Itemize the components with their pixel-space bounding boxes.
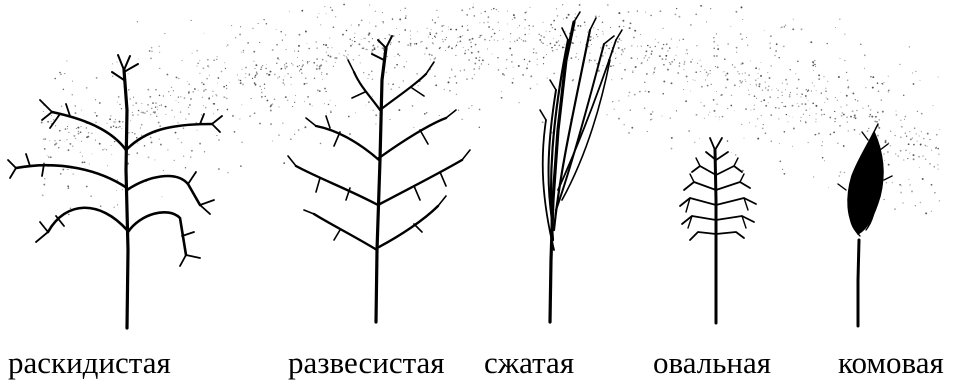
panicle-drooping-drawing [288,36,470,322]
panicle-oval-drawing [680,138,756,323]
label-spreading: раскидистая [8,345,171,381]
label-compressed: сжатая [484,345,574,381]
label-drooping: развесистая [288,345,445,381]
panicle-spreading-drawing [8,55,222,328]
panicle-compressed-drawing [540,12,622,322]
stipple-background [41,4,940,216]
label-oval: овальная [653,345,771,381]
label-clumped: комовая [838,345,944,381]
